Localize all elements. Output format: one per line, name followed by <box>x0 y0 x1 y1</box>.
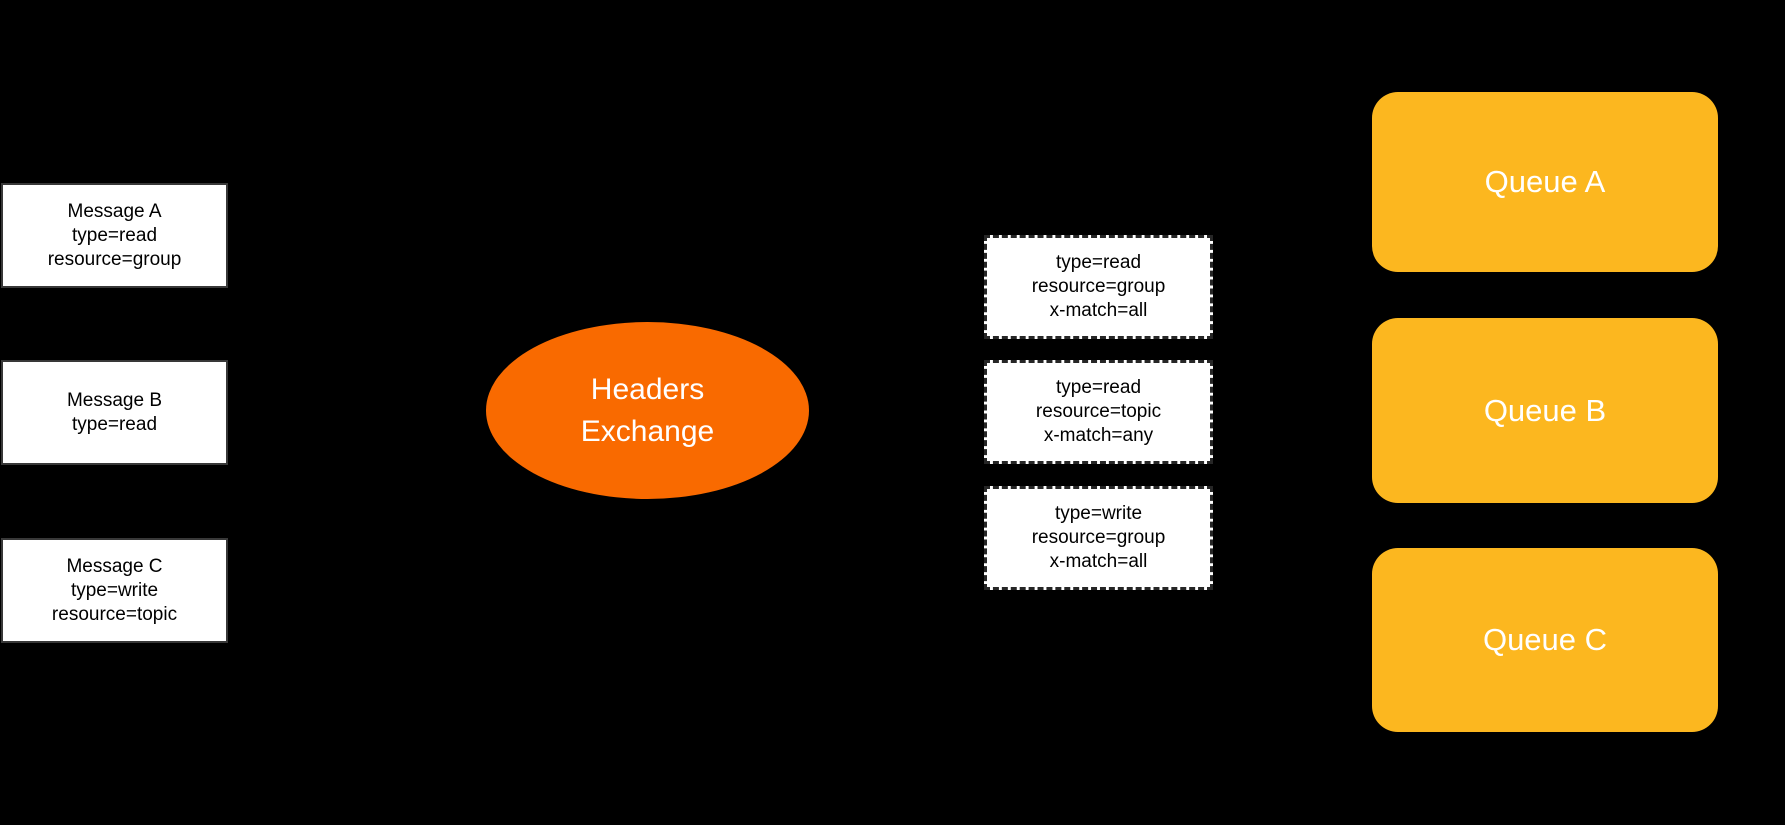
message-b-node: Message B type=read <box>1 360 228 465</box>
binding-1-line-2: resource=group <box>1031 276 1166 297</box>
binding-2-line-2: resource=topic <box>1035 401 1162 422</box>
binding-2-line-3: x-match=any <box>1043 425 1154 446</box>
queue-a-node: Queue A <box>1372 92 1718 272</box>
binding-2-line-1: type=read <box>1055 377 1142 398</box>
exchange-label-line-2: Exchange <box>580 414 715 448</box>
message-b-line-2: type=read <box>71 413 158 435</box>
binding-1-line-1: type=read <box>1055 252 1142 273</box>
queue-a-label: Queue A <box>1484 164 1606 199</box>
message-c-line-1: Message C <box>66 555 163 577</box>
binding-rule-2-node: type=read resource=topic x-match=any <box>984 360 1213 464</box>
binding-rule-1-node: type=read resource=group x-match=all <box>984 235 1213 339</box>
queue-c-label: Queue C <box>1482 622 1608 657</box>
queue-b-label: Queue B <box>1483 392 1607 428</box>
message-a-line-1: Message A <box>67 200 162 222</box>
binding-1-line-3: x-match=all <box>1049 300 1148 321</box>
binding-3-line-1: type=write <box>1054 503 1143 524</box>
binding-3-line-2: resource=group <box>1031 527 1166 548</box>
message-c-line-2: type=write <box>70 579 159 601</box>
message-c-node: Message C type=write resource=topic <box>1 538 228 643</box>
message-b-line-1: Message B <box>66 389 163 411</box>
exchange-label-line-1: Headers <box>590 372 705 406</box>
message-c-line-3: resource=topic <box>51 603 178 625</box>
headers-exchange-node: Headers Exchange <box>486 322 809 499</box>
queue-b-node: Queue B <box>1372 318 1718 503</box>
message-a-line-2: type=read <box>71 224 158 246</box>
binding-rule-3-node: type=write resource=group x-match=all <box>984 486 1213 590</box>
message-a-node: Message A type=read resource=group <box>1 183 228 288</box>
message-a-line-3: resource=group <box>47 248 182 270</box>
queue-c-node: Queue C <box>1372 548 1718 732</box>
binding-3-line-3: x-match=all <box>1049 551 1148 572</box>
